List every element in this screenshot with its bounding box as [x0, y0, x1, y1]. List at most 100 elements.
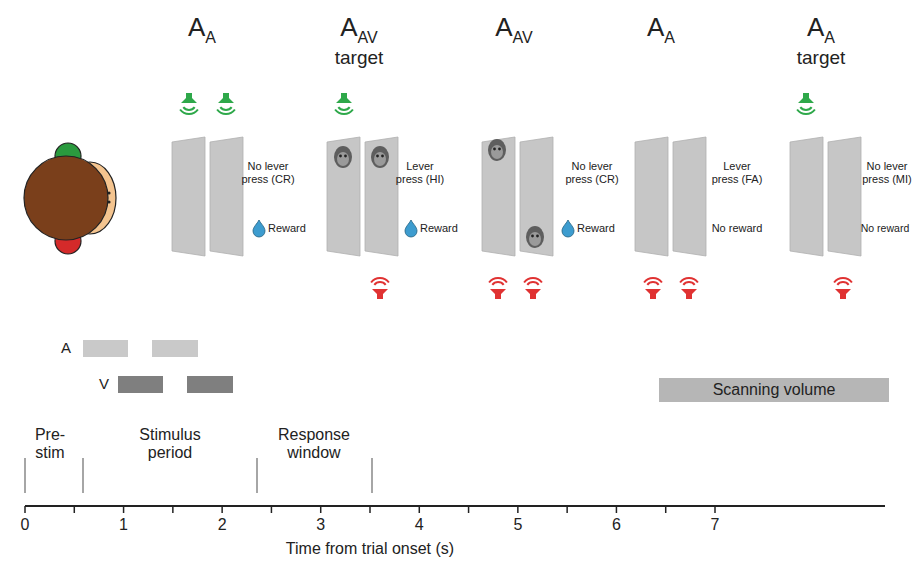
target-label: target	[781, 47, 861, 69]
axis-tick	[123, 506, 125, 513]
sound-wave	[220, 107, 231, 110]
eye	[107, 200, 110, 203]
speaker-cone	[218, 93, 234, 103]
sound-wave	[180, 109, 198, 114]
condition-subscript: AV	[358, 29, 378, 46]
screen-panel	[365, 137, 398, 256]
speaker-icon	[335, 93, 353, 114]
condition-subscript: AV	[513, 29, 533, 46]
auditory-bar	[152, 340, 198, 357]
sound-wave	[338, 107, 349, 110]
face-inner	[374, 152, 386, 166]
speaker-icon	[644, 278, 662, 299]
speaker-icon	[217, 93, 235, 114]
sound-wave	[489, 278, 507, 283]
screen-panel	[172, 137, 205, 256]
head-figure	[24, 143, 116, 254]
reward-drop	[253, 220, 265, 237]
tick-label: 6	[604, 516, 628, 534]
period-label: Pre- stim	[32, 426, 68, 463]
eye	[381, 155, 384, 158]
period-label: Stimulus period	[132, 426, 208, 463]
sound-wave	[797, 109, 815, 114]
speaker-cone	[372, 289, 388, 299]
monkey-face	[488, 139, 506, 161]
reward-label: Reward	[420, 222, 480, 235]
screen-panel	[210, 137, 243, 256]
response-outcome: No lever press (CR)	[241, 160, 295, 185]
visual-bar	[118, 376, 163, 393]
speaker-icon	[834, 278, 852, 299]
axis-tick	[369, 506, 371, 513]
condition-subscript: A	[205, 29, 216, 46]
period-marker	[24, 458, 26, 493]
face-inner	[491, 145, 503, 159]
auditory-label: A	[56, 339, 76, 356]
sound-wave	[183, 107, 194, 110]
axis-tick	[665, 506, 667, 513]
period-marker	[256, 458, 258, 493]
no-reward-label: No reward	[705, 222, 769, 235]
sound-wave	[680, 278, 698, 283]
reward-label: Reward	[268, 222, 328, 235]
speaker-cone	[835, 289, 851, 299]
eye	[531, 235, 534, 238]
sound-wave	[527, 282, 538, 285]
condition-header: AA	[807, 14, 835, 46]
tick-label: 5	[506, 516, 530, 534]
sound-wave	[374, 282, 385, 285]
axis-tick	[24, 506, 26, 513]
speaker-cone	[336, 93, 352, 103]
screen-panel	[635, 137, 668, 256]
axis-title: Time from trial onset (s)	[220, 540, 520, 558]
visual-label: V	[94, 375, 114, 392]
sound-wave	[644, 278, 662, 283]
tick-label: 1	[112, 516, 136, 534]
sound-wave	[683, 282, 694, 285]
reward-label: Reward	[577, 222, 637, 235]
speaker-icon	[180, 93, 198, 114]
period-label: Response window	[274, 426, 354, 463]
sound-wave	[524, 278, 542, 283]
head	[24, 156, 108, 240]
sound-wave	[647, 282, 658, 285]
eye	[376, 155, 379, 158]
face-outline	[334, 146, 352, 168]
axis-tick	[517, 506, 519, 513]
sound-wave	[837, 282, 848, 285]
period-marker	[82, 458, 84, 493]
eye	[339, 155, 342, 158]
response-outcome: No lever press (CR)	[565, 160, 619, 185]
screen-panel	[482, 137, 515, 256]
condition-letter: A	[340, 12, 357, 42]
speaker-cone	[490, 289, 506, 299]
reward-drop	[405, 220, 417, 237]
axis-tick	[714, 506, 716, 513]
band-label: Scanning volume	[713, 381, 836, 399]
sound-wave	[371, 278, 389, 283]
eye	[107, 191, 110, 194]
speaker-cone	[645, 289, 661, 299]
reward-drop	[562, 220, 574, 237]
speaker-icon	[524, 278, 542, 299]
sound-wave	[800, 107, 811, 110]
speaker-cone	[798, 93, 814, 103]
speaker-icon	[489, 278, 507, 299]
condition-subscript: A	[664, 29, 675, 46]
response-outcome: Lever press (HI)	[395, 160, 445, 185]
condition-letter: A	[188, 12, 205, 42]
axis-tick	[468, 506, 470, 513]
axis-tick	[419, 506, 421, 513]
condition-letter: A	[807, 12, 824, 42]
condition-letter: A	[495, 12, 512, 42]
eye	[536, 235, 539, 238]
tick-label: 0	[13, 516, 37, 534]
sound-wave	[335, 109, 353, 114]
period-marker	[371, 458, 373, 493]
sound-wave	[834, 278, 852, 283]
speaker-cone	[681, 289, 697, 299]
auditory-bar	[83, 340, 128, 357]
visual-bar	[187, 376, 233, 393]
tick-label: 7	[703, 516, 727, 534]
